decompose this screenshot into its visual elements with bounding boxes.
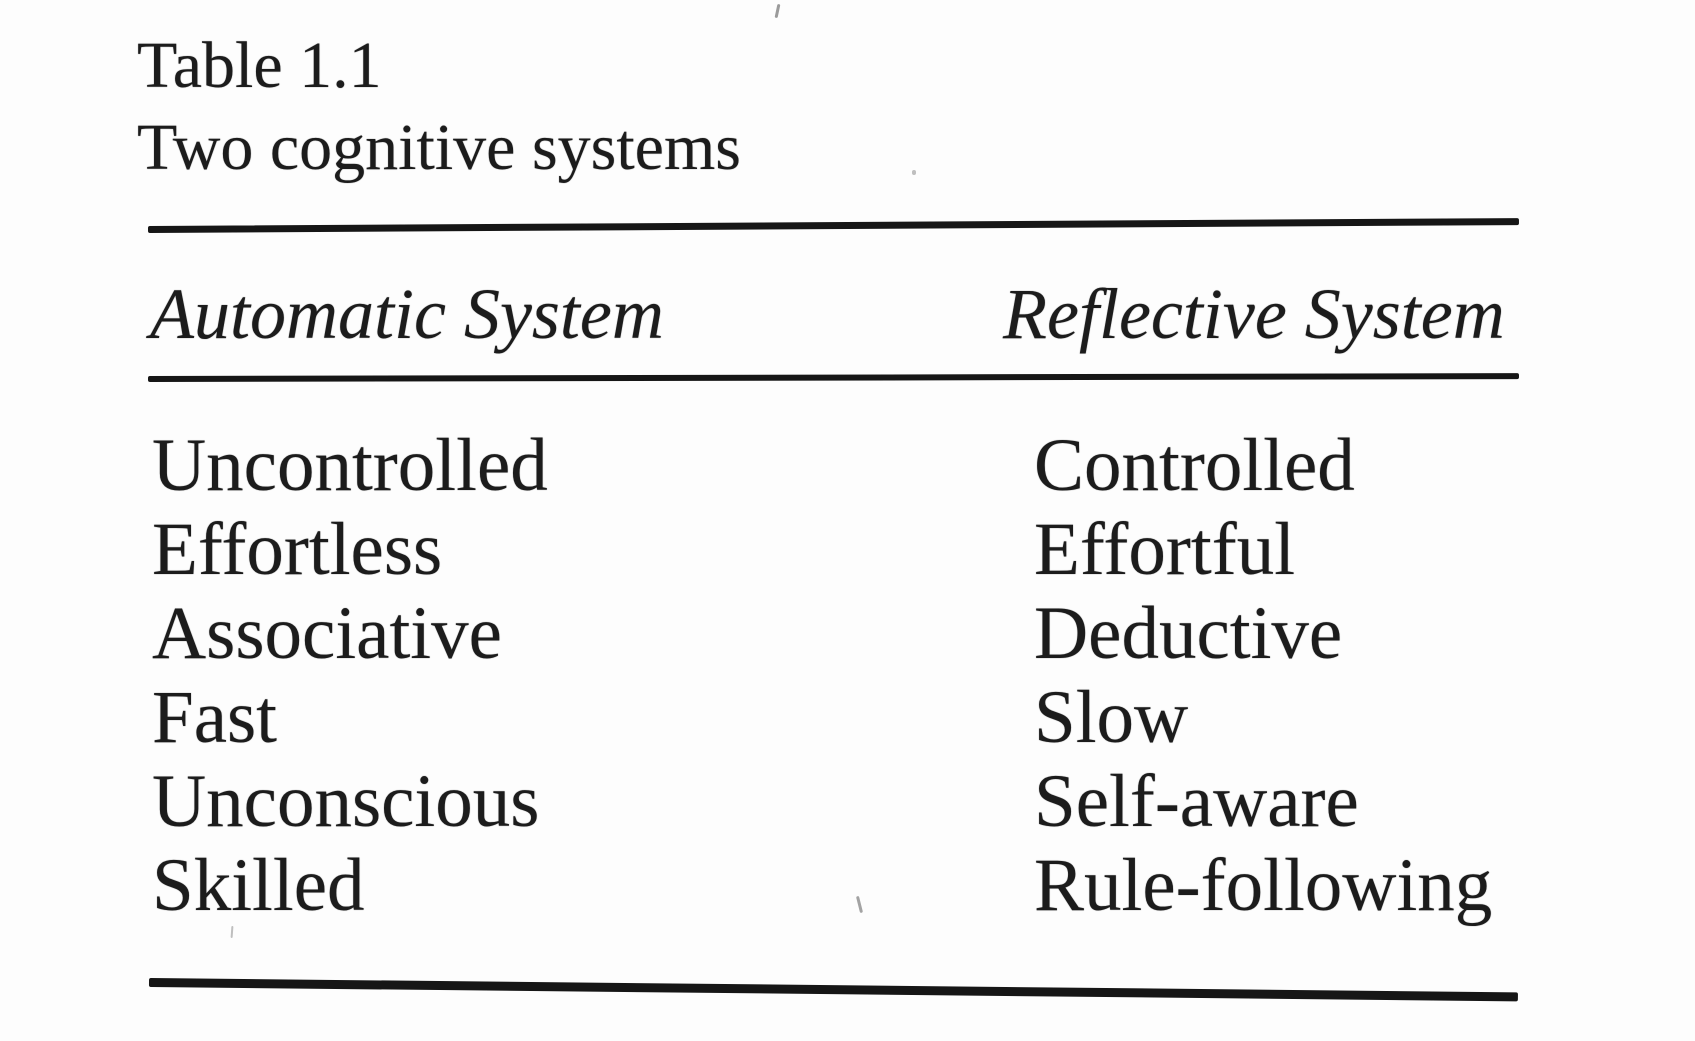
table-header-row: Automatic System Reflective System [148,278,1528,358]
table-cell: Unconscious [152,760,540,843]
scan-speck [912,170,916,175]
top-rule [147,218,1519,233]
table-cell: Associative [152,592,502,675]
table-cell: Deductive [1034,592,1343,675]
scan-speck [774,3,781,19]
table-cell: Fast [152,676,278,759]
table-cell: Controlled [1034,424,1355,507]
bottom-rule [148,978,1518,1002]
column-header-reflective-system: Reflective System [1003,274,1505,354]
header-rule [147,373,1520,382]
table-caption: Two cognitive systems [137,111,741,184]
table-cell: Slow [1034,676,1189,759]
scan-speck [230,925,234,939]
table-cell: Self-aware [1034,760,1359,843]
table-cell: Effortless [152,508,443,591]
column-header-automatic-system: Automatic System [150,274,664,354]
table-cell: Uncontrolled [152,424,548,507]
table-cell: Rule-following [1034,844,1493,927]
table-title-block: Table 1.1 Two cognitive systems [137,25,741,189]
table-cell: Skilled [152,844,365,927]
table-cell: Effortful [1034,508,1296,591]
table-number: Table 1.1 [137,29,382,102]
table-body: Uncontrolled Controlled Effortless Effor… [152,424,1492,928]
